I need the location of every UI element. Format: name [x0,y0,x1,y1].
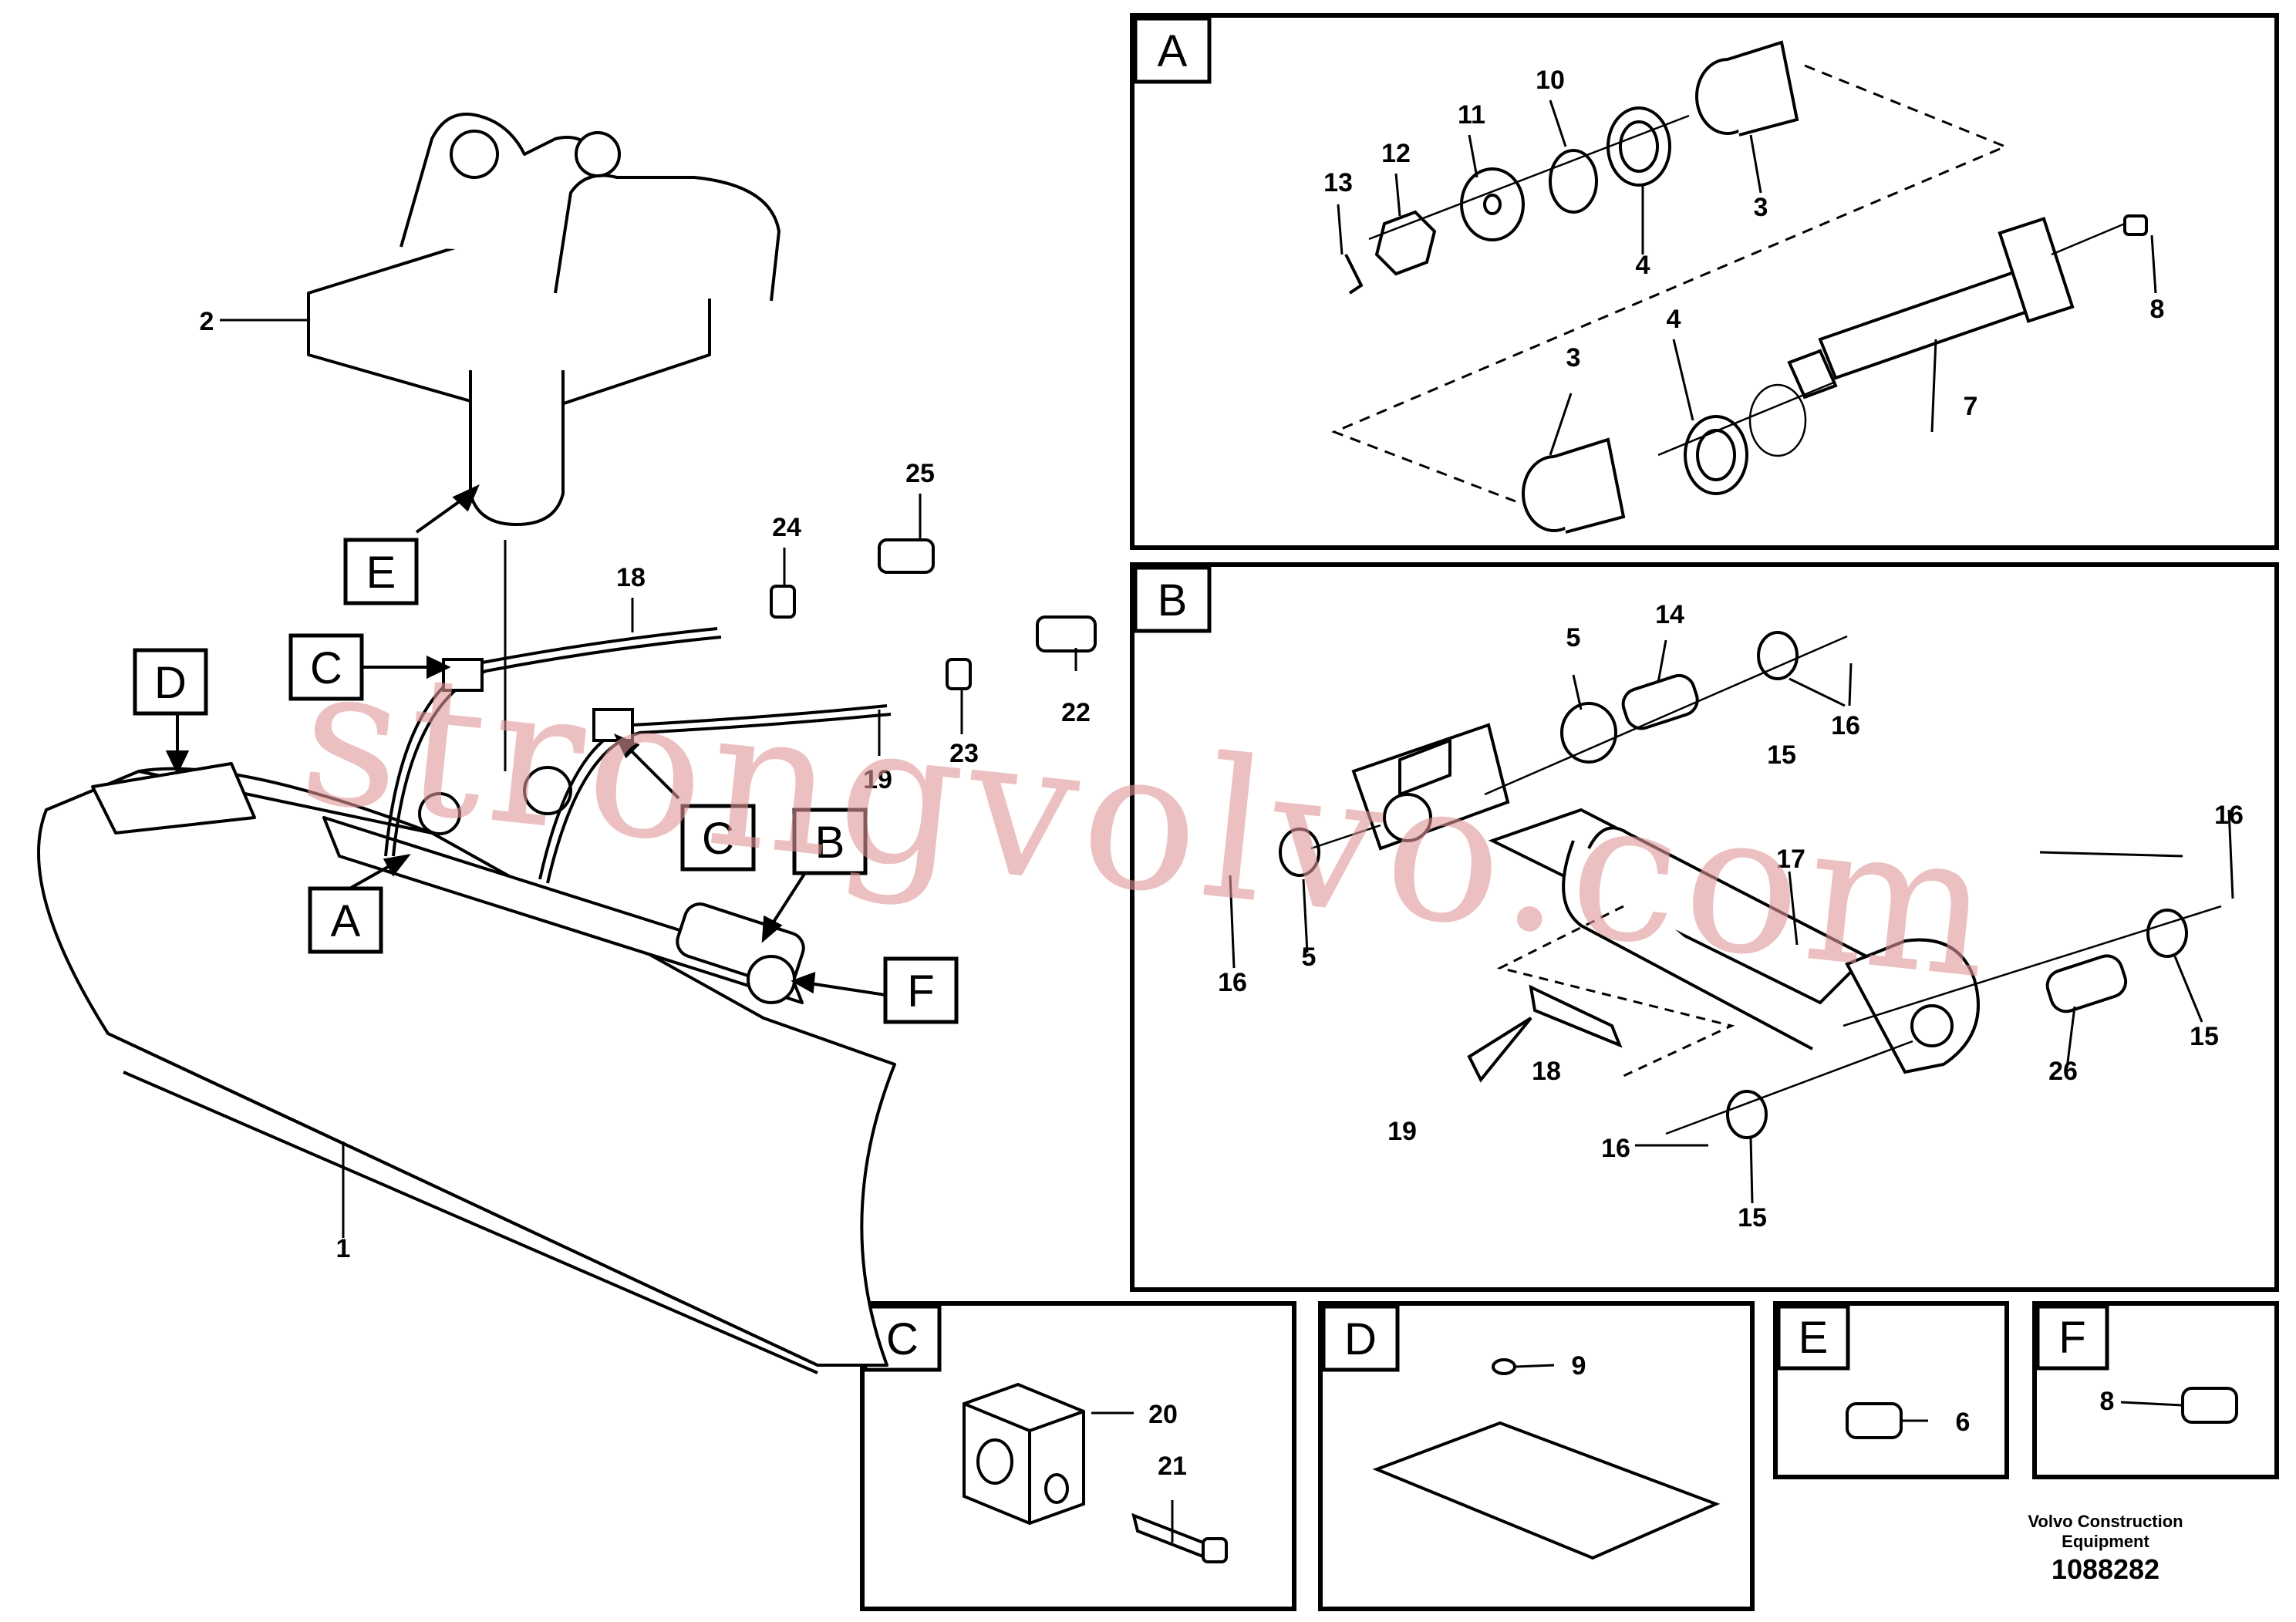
panel-b-parts [1279,631,2188,1139]
callout: 6 [1956,1408,1971,1437]
panel-e-frame [1773,1301,2009,1479]
panel-labels: A B C D E F [886,26,2086,1364]
callout: 14 [1655,600,1684,629]
callout: 16 [1601,1134,1630,1163]
callout: 7 [1964,392,1978,421]
callout: 20 [1148,1400,1178,1429]
callout: 25 [905,459,935,488]
callout: 16 [2214,801,2244,830]
callout: 24 [772,513,801,542]
callout: 2 [200,307,214,336]
section-labels: E D C C A B F [154,548,935,1017]
callout: 17 [1776,845,1805,874]
section-label: E [366,548,396,598]
callout: 23 [949,739,979,768]
callout: 8 [2150,295,2165,324]
callout: 1 [336,1234,351,1263]
panel-a-frame [1130,13,2279,550]
callout: 18 [1532,1057,1561,1086]
panel-label: C [886,1314,919,1364]
callout: 13 [1323,168,1353,197]
callout: 15 [1738,1203,1767,1233]
callout: 16 [1218,968,1247,997]
document-number: 1088282 [2051,1553,2160,1585]
callout: 4 [1636,251,1650,280]
callout: 19 [863,765,892,794]
section-label: F [907,966,934,1017]
small-panel-parts [963,1358,2238,1563]
callout: 15 [1767,740,1796,770]
section-label: C [310,643,342,693]
callout: 8 [2100,1387,2115,1416]
section-arrows [165,484,886,996]
footer-company-line1: Volvo Construction [2028,1512,2183,1531]
panel-a-dashed-guides [1330,64,2008,503]
panel-b-frame [1130,562,2279,1292]
panel-f-frame [2032,1301,2279,1479]
callout: 5 [1302,943,1317,972]
callout: 12 [1381,139,1411,168]
section-label: A [331,896,361,946]
section-label-boxes [133,538,959,1024]
bucket-assembly [37,113,896,1374]
callout: 18 [616,563,646,592]
callout: 11 [1458,100,1485,130]
hose-fittings [442,538,1097,742]
callout: 16 [1831,711,1860,740]
panel-label: E [1799,1313,1829,1363]
section-label: C [702,814,734,864]
panel-d-frame [1318,1301,1755,1611]
panel-label: B [1158,575,1188,626]
callout: 22 [1061,698,1091,727]
section-label: D [154,658,187,708]
panel-label: D [1344,1314,1377,1364]
section-label: B [815,818,845,868]
callout: 4 [1667,305,1681,334]
panel-label: A [1158,26,1188,76]
callout: 9 [1572,1351,1586,1381]
callout: 5 [1566,623,1581,653]
leader-lines [220,99,2234,1543]
panel-label: F [2058,1313,2085,1363]
callout: 10 [1536,66,1565,95]
panel-a-parts [1344,40,2148,534]
callout: 15 [2190,1022,2219,1051]
callout-numbers: 2 25 24 18 22 23 19 1 13 12 11 10 4 3 8 … [200,66,2244,1481]
panel-b-dashed-guides [1496,905,1735,1077]
footer-company-line2: Equipment [2062,1532,2149,1551]
panel-c-frame [860,1301,1296,1611]
callout: 3 [1566,343,1581,373]
panel-b-centerlines [1310,635,2222,1135]
footer-block: Volvo Construction Equipment 1088282 [1990,1512,2221,1587]
callout: 26 [2048,1057,2078,1086]
panel-a-centerlines [1368,114,2126,457]
callout: 3 [1754,193,1768,222]
callout: 21 [1158,1452,1187,1481]
callout: 19 [1387,1117,1417,1146]
